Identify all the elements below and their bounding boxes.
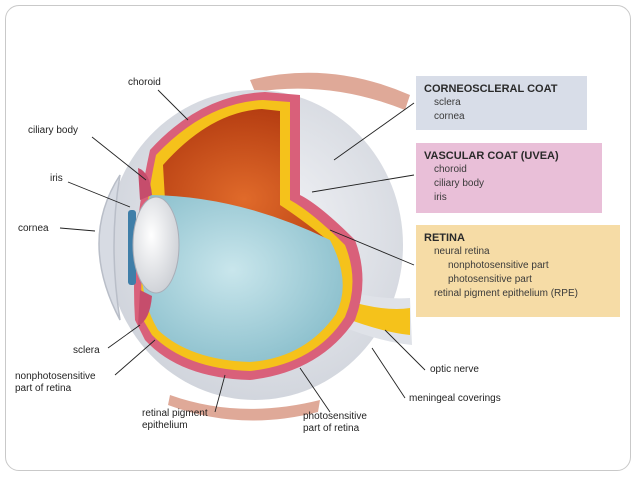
label-nonphoto-line1: nonphotosensitive [15,371,96,382]
vascular-coat-box: VASCULAR COAT (UVEA) choroid ciliary bod… [416,143,602,213]
optic-nerve-core [345,300,410,335]
label-retinal-pigment: retinal pigment epithelium [142,408,208,432]
retina-title: RETINA [424,232,465,244]
label-photo-line2: part of retina [303,423,360,434]
vascular-item-iris: iris [434,192,447,203]
vascular-item-choroid: choroid [434,164,467,175]
label-rpe-line1: retinal pigment [142,408,208,419]
label-iris: iris [50,173,63,184]
vitreous-body [141,195,343,362]
upper-muscle [250,72,410,110]
vascular-title: VASCULAR COAT (UVEA) [424,150,559,162]
lens-shape [132,196,180,294]
label-optic-nerve: optic nerve [430,364,479,375]
label-photo-line1: photosensitive [303,411,367,422]
vascular-item-ciliary: ciliary body [434,178,485,189]
label-meningeal: meningeal coverings [409,393,501,404]
label-cornea: cornea [18,223,49,234]
label-sclera: sclera [73,345,100,356]
retina-item-neural: neural retina [434,246,490,257]
corneoscleral-coat-box: CORNEOSCLERAL COAT sclera cornea [416,76,587,130]
label-choroid: choroid [128,77,161,88]
corneoscleral-title: CORNEOSCLERAL COAT [424,83,558,95]
cornea-shape [98,174,121,321]
corneoscleral-item-cornea: cornea [434,111,465,122]
label-nonphoto-line2: part of retina [15,383,72,394]
label-ciliary-body: ciliary body [28,125,79,136]
lower-muscle [168,395,320,421]
label-nonphotosensitive: nonphotosensitive part of retina [15,371,96,395]
label-rpe-line2: epithelium [142,420,188,431]
retina-item-rpe: retinal pigment epithelium (RPE) [434,288,578,299]
retina-sub-nonphoto: nonphotosensitive part [448,260,549,271]
ciliary-body-lower [138,290,152,326]
corneoscleral-item-sclera: sclera [434,97,461,108]
label-photosensitive: photosensitive part of retina [303,411,367,435]
retina-sub-photo: photosensitive part [448,274,532,285]
retina-box: RETINA neural retina nonphotosensitive p… [416,225,620,317]
